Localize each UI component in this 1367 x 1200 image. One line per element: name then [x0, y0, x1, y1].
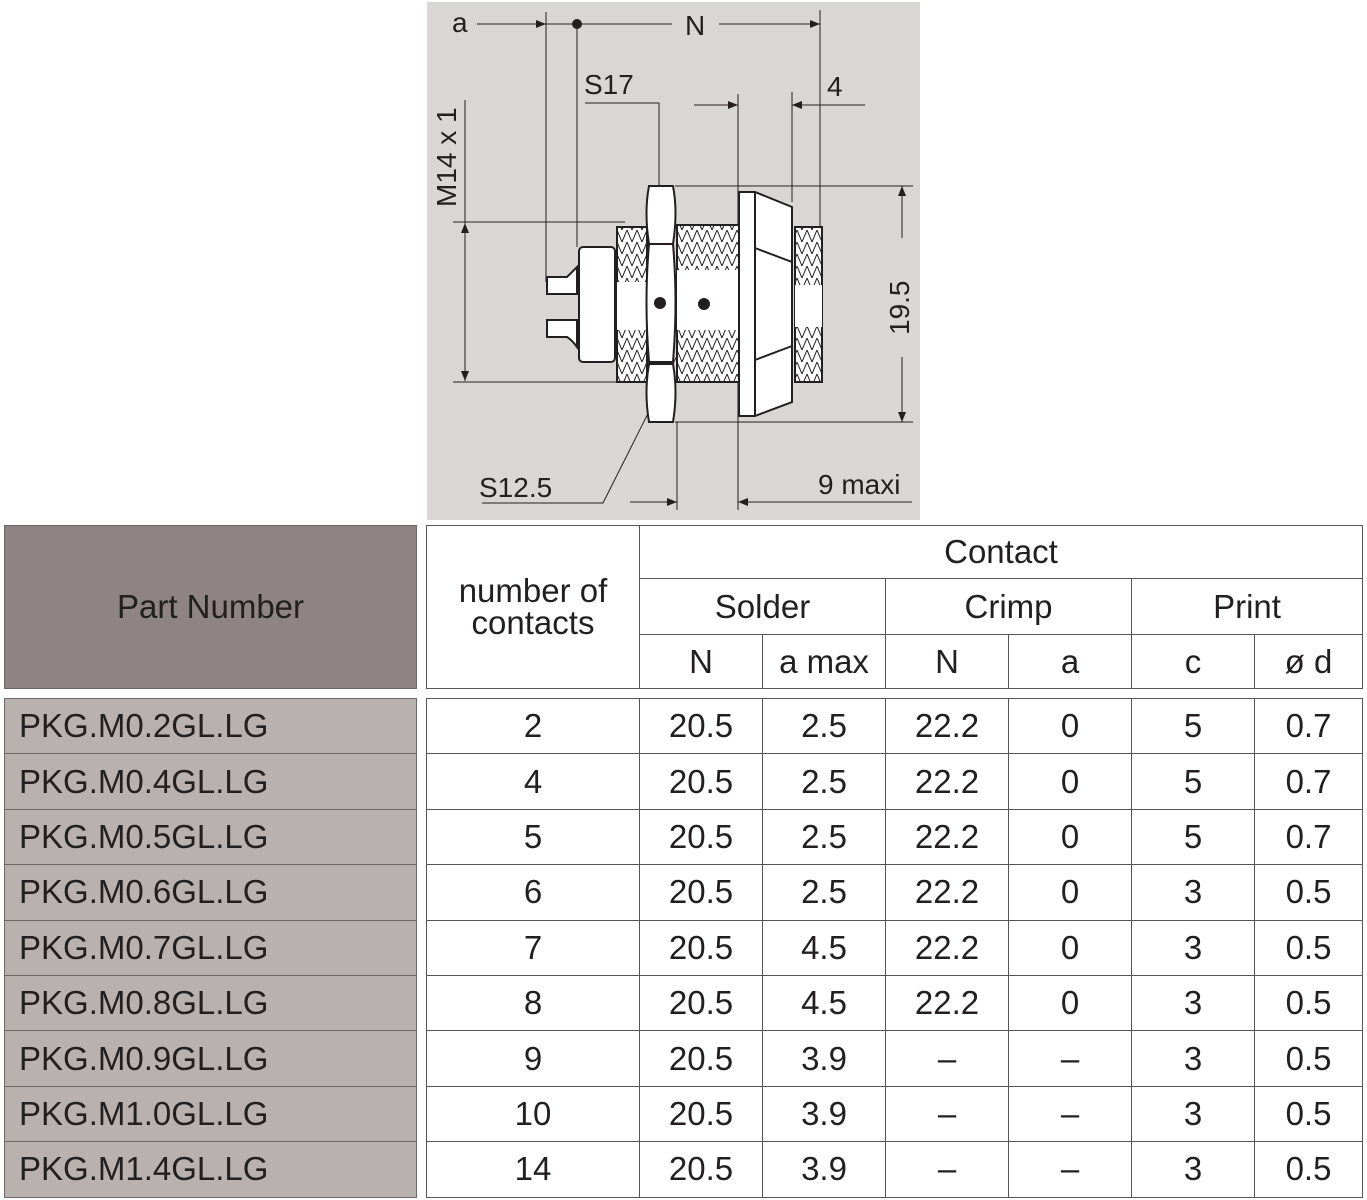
cell-contacts: 4 [426, 753, 640, 810]
cell-crimp-a: 0 [1008, 975, 1132, 1032]
cell-print-c: 5 [1131, 753, 1255, 810]
label-n: N [685, 10, 705, 41]
cell-print-c: 3 [1131, 919, 1255, 976]
cell-contacts: 14 [426, 1141, 640, 1198]
cell-solder-n: 20.5 [639, 1141, 763, 1198]
header-crimp-a: a [1008, 634, 1132, 689]
header-crimp: Crimp [885, 578, 1132, 635]
part-number-cell: PKG.M0.4GL.LG [4, 753, 417, 810]
cell-solder-n: 20.5 [639, 753, 763, 810]
cell-print-c: 5 [1131, 698, 1255, 755]
cell-contacts: 8 [426, 975, 640, 1032]
label-19-5: 19.5 [884, 281, 915, 336]
label-4: 4 [827, 71, 843, 102]
cell-crimp-n: 22.2 [885, 753, 1009, 810]
header-contact: Contact [639, 525, 1363, 579]
cell-contacts: 7 [426, 919, 640, 976]
cell-print-c: 3 [1131, 975, 1255, 1032]
cell-solder-amax: 2.5 [762, 864, 886, 921]
cell-solder-amax: 2.5 [762, 808, 886, 866]
cell-crimp-n: 22.2 [885, 919, 1009, 976]
part-number-cell: PKG.M0.5GL.LG [4, 808, 417, 866]
cell-solder-n: 20.5 [639, 919, 763, 976]
cell-solder-amax: 4.5 [762, 919, 886, 976]
cell-print-d: 0.5 [1254, 919, 1363, 976]
part-number-cell: PKG.M0.2GL.LG [4, 698, 417, 755]
cell-contacts: 5 [426, 808, 640, 866]
cell-crimp-a: 0 [1008, 698, 1132, 755]
cell-print-d: 0.5 [1254, 1030, 1363, 1087]
cell-solder-n: 20.5 [639, 864, 763, 921]
cell-solder-amax: 2.5 [762, 698, 886, 755]
label-m14x1: M14 x 1 [431, 107, 462, 207]
cell-print-d: 0.7 [1254, 698, 1363, 755]
label-s17: S17 [584, 69, 634, 100]
cell-solder-amax: 4.5 [762, 975, 886, 1032]
header-solder-n: N [639, 634, 763, 689]
cell-solder-n: 20.5 [639, 698, 763, 755]
cell-solder-amax: 3.9 [762, 1141, 886, 1198]
part-number-cell: PKG.M0.7GL.LG [4, 919, 417, 976]
label-9-maxi: 9 maxi [818, 469, 900, 500]
cell-contacts: 9 [426, 1030, 640, 1087]
header-contacts-line2: contacts [471, 604, 595, 641]
part-number-cell: PKG.M1.4GL.LG [4, 1141, 417, 1198]
label-a: a [452, 7, 468, 38]
cell-crimp-a: 0 [1008, 919, 1132, 976]
cell-crimp-a: 0 [1008, 864, 1132, 921]
header-print-d: ø d [1254, 634, 1363, 689]
cell-print-d: 0.5 [1254, 864, 1363, 921]
cell-solder-n: 20.5 [639, 808, 763, 866]
cell-solder-amax: 3.9 [762, 1030, 886, 1087]
cell-contacts: 10 [426, 1085, 640, 1143]
cell-crimp-a: – [1008, 1141, 1132, 1198]
cell-print-d: 0.5 [1254, 975, 1363, 1032]
cell-print-c: 3 [1131, 1030, 1255, 1087]
cell-solder-n: 20.5 [639, 1030, 763, 1087]
cell-crimp-n: 22.2 [885, 975, 1009, 1032]
cell-crimp-n: – [885, 1141, 1009, 1198]
cell-crimp-n: – [885, 1030, 1009, 1087]
cell-crimp-a: – [1008, 1030, 1132, 1087]
cell-solder-amax: 3.9 [762, 1085, 886, 1143]
cell-print-d: 0.5 [1254, 1085, 1363, 1143]
cell-print-c: 5 [1131, 808, 1255, 866]
part-number-cell: PKG.M0.6GL.LG [4, 864, 417, 921]
cell-solder-n: 20.5 [639, 975, 763, 1032]
cell-solder-amax: 2.5 [762, 753, 886, 810]
cell-crimp-n: 22.2 [885, 698, 1009, 755]
cell-crimp-n: 22.2 [885, 808, 1009, 866]
cell-crimp-n: 22.2 [885, 864, 1009, 921]
header-solder-a-max: a max [762, 634, 886, 689]
header-number-of-contacts: number of contacts [426, 525, 640, 689]
header-crimp-n: N [885, 634, 1009, 689]
header-contacts-line1: number of [458, 572, 608, 609]
connector-dimension-drawing: a N S17 4 S12.5 9 maxi M14 x 1 19.5 [427, 2, 920, 520]
cell-print-d: 0.7 [1254, 808, 1363, 866]
cell-contacts: 2 [426, 698, 640, 755]
cell-solder-n: 20.5 [639, 1085, 763, 1143]
header-part-number: Part Number [4, 525, 417, 689]
cell-print-c: 3 [1131, 1141, 1255, 1198]
cell-print-c: 3 [1131, 864, 1255, 921]
cell-print-c: 3 [1131, 1085, 1255, 1143]
header-print-c: c [1131, 634, 1255, 689]
cell-crimp-a: 0 [1008, 808, 1132, 866]
part-number-cell: PKG.M0.8GL.LG [4, 975, 417, 1032]
header-print: Print [1131, 578, 1363, 635]
cell-print-d: 0.5 [1254, 1141, 1363, 1198]
label-s12-5: S12.5 [479, 472, 552, 503]
cell-crimp-a: 0 [1008, 753, 1132, 810]
cell-crimp-a: – [1008, 1085, 1132, 1143]
cell-contacts: 6 [426, 864, 640, 921]
part-number-cell: PKG.M0.9GL.LG [4, 1030, 417, 1087]
cell-print-d: 0.7 [1254, 753, 1363, 810]
part-number-cell: PKG.M1.0GL.LG [4, 1085, 417, 1143]
cell-crimp-n: – [885, 1085, 1009, 1143]
header-solder: Solder [639, 578, 886, 635]
